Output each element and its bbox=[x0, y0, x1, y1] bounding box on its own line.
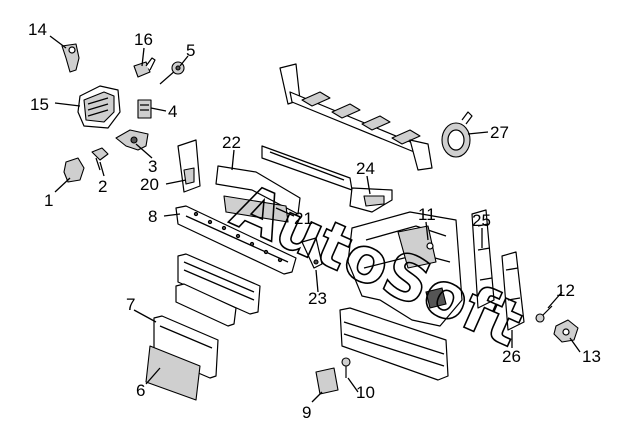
callout-20: 20 bbox=[140, 175, 159, 194]
callout-25: 25 bbox=[472, 211, 491, 230]
callout-21: 21 bbox=[294, 209, 313, 228]
callout-4: 4 bbox=[168, 102, 177, 121]
part-23-bracket bbox=[301, 237, 323, 269]
part-3-bracket bbox=[115, 129, 149, 151]
callout-1: 1 bbox=[44, 191, 53, 210]
part-15-lamp-housing bbox=[77, 85, 121, 129]
part-24-bracket bbox=[349, 187, 393, 213]
part-2-bolt bbox=[91, 147, 109, 171]
part-22-grille-bracket bbox=[215, 145, 353, 223]
callout-7: 7 bbox=[126, 295, 135, 314]
part-25-bracket bbox=[471, 209, 495, 309]
part-8-grille-strip bbox=[175, 205, 297, 275]
callout-labels: 14 16 5 15 4 3 1 2 20 22 21 8 24 25 11 2… bbox=[28, 20, 601, 422]
callout-13: 13 bbox=[582, 347, 601, 366]
callout-15: 15 bbox=[30, 95, 49, 114]
part-support-bar bbox=[279, 63, 433, 171]
callout-3: 3 bbox=[148, 157, 157, 176]
callout-8: 8 bbox=[148, 207, 157, 226]
part-27-horn bbox=[441, 111, 473, 158]
part-grille-panels bbox=[153, 253, 261, 379]
callout-22: 22 bbox=[222, 133, 241, 152]
callout-26: 26 bbox=[502, 347, 521, 366]
callout-11: 11 bbox=[418, 205, 436, 224]
callout-10: 10 bbox=[356, 383, 375, 402]
callout-27: 27 bbox=[490, 123, 509, 142]
leader-lines bbox=[49, 35, 581, 403]
callout-23: 23 bbox=[308, 289, 327, 308]
callout-14: 14 bbox=[28, 20, 47, 39]
part-6-plate bbox=[145, 345, 201, 401]
part-9-lamp bbox=[315, 367, 339, 395]
part-16-bolt bbox=[133, 57, 156, 78]
part-26-bracket bbox=[501, 251, 525, 331]
part-4-connector bbox=[137, 99, 152, 119]
part-11-panel bbox=[347, 211, 463, 327]
callout-12: 12 bbox=[556, 281, 575, 300]
callout-2: 2 bbox=[98, 177, 107, 196]
part-14-clip bbox=[61, 43, 80, 73]
callout-9: 9 bbox=[302, 403, 311, 422]
callout-16: 16 bbox=[134, 30, 153, 49]
part-12-screw bbox=[535, 305, 553, 323]
part-bumper-bar bbox=[339, 307, 449, 381]
callout-24: 24 bbox=[356, 159, 375, 178]
part-20-bracket bbox=[177, 139, 201, 193]
part-13-nut bbox=[553, 319, 579, 343]
part-1-knob bbox=[63, 157, 85, 183]
part-10-bolt bbox=[341, 357, 351, 378]
callout-6: 6 bbox=[136, 381, 145, 400]
callout-5: 5 bbox=[186, 41, 195, 60]
